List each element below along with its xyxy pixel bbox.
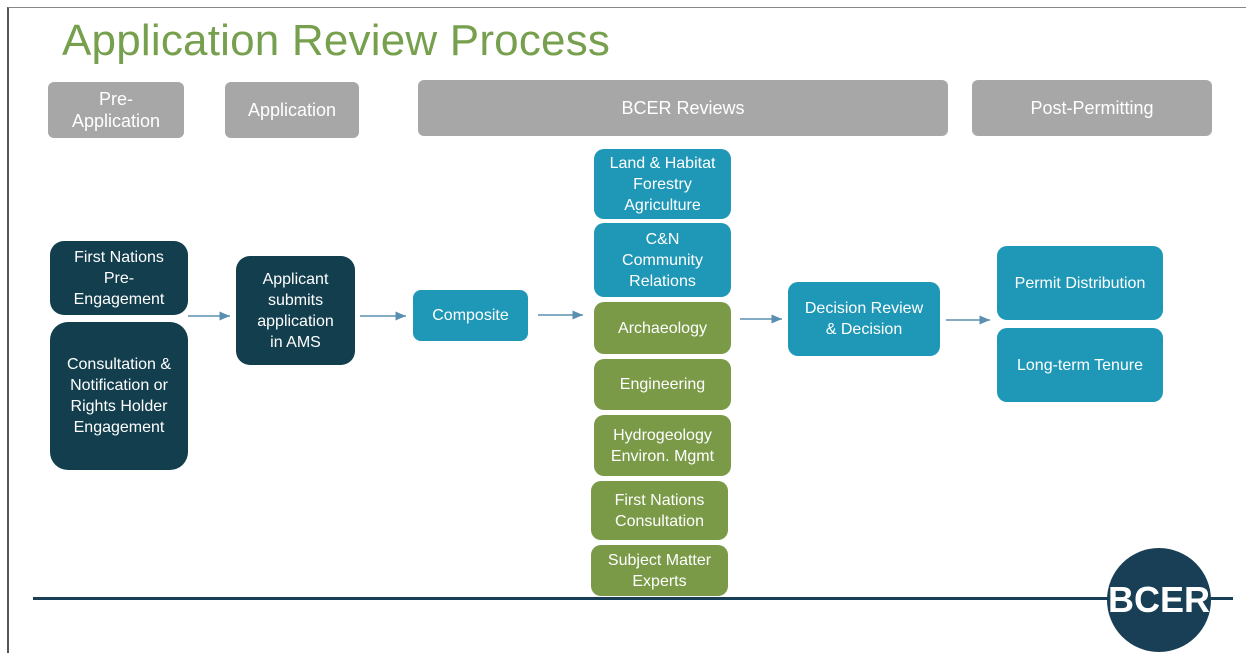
phase-bcer-reviews: BCER Reviews xyxy=(418,80,948,136)
permit-distribution-box: Permit Distribution xyxy=(997,246,1163,320)
footer-rule xyxy=(33,597,1233,600)
decision-review-box: Decision Review & Decision xyxy=(788,282,940,356)
first-nations-pre-engagement-box: First Nations Pre- Engagement xyxy=(50,241,188,315)
applicant-submits-box: Applicant submits application in AMS xyxy=(236,256,355,365)
phase-post-permitting: Post-Permitting xyxy=(972,80,1212,136)
slide-frame xyxy=(7,7,1246,653)
review-cn-community-box: C&N Community Relations xyxy=(594,223,731,297)
review-archaeology-box: Archaeology xyxy=(594,302,731,354)
bcer-logo-text: BCER xyxy=(1107,579,1210,620)
composite-box: Composite xyxy=(413,290,528,341)
phase-pre-application: Pre- Application xyxy=(48,82,184,138)
review-engineering-box: Engineering xyxy=(594,359,731,410)
bcer-logo: BCER xyxy=(1107,548,1211,652)
phase-application: Application xyxy=(225,82,359,138)
long-term-tenure-box: Long-term Tenure xyxy=(997,328,1163,402)
review-first-nations-consultation-box: First Nations Consultation xyxy=(591,481,728,540)
review-subject-matter-experts-box: Subject Matter Experts xyxy=(591,545,728,596)
page-title: Application Review Process xyxy=(62,16,611,65)
review-hydrogeology-box: Hydrogeology Environ. Mgmt xyxy=(594,415,731,476)
consultation-notification-box: Consultation & Notification or Rights Ho… xyxy=(50,322,188,470)
review-land-habitat-box: Land & Habitat Forestry Agriculture xyxy=(594,149,731,219)
